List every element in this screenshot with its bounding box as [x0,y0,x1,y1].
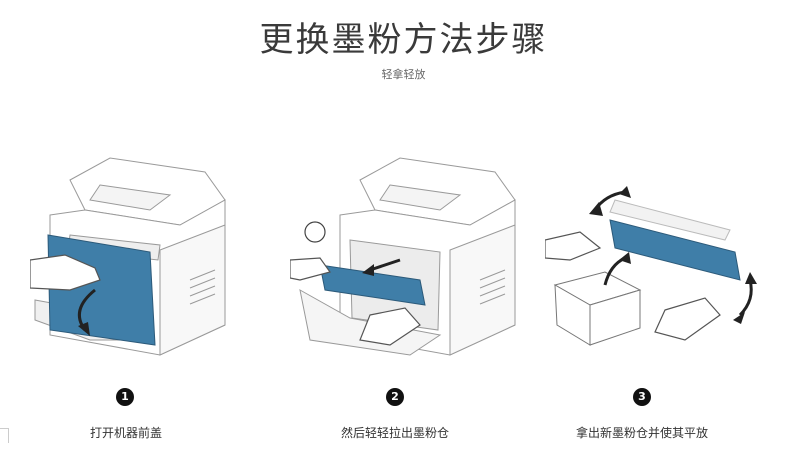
toner-cartridge [319,264,426,306]
step-2-number: 2 [386,388,404,406]
step-1-label: 打开机器前盖 [89,426,162,440]
step-3-number: 3 [633,388,651,406]
step1-illustration [30,157,226,356]
step-2-label: 然后轻轻拉出墨粉仓 [340,426,449,440]
new-toner-cartridge [609,219,741,281]
step-3-label: 拿出新墨粉仓并使其平放 [575,426,708,440]
step2-illustration [290,157,516,356]
step3-illustration [545,186,757,346]
corner-mark [0,428,9,443]
page-title: 更换墨粉方法步骤 [259,20,548,60]
page-subtitle: 轻拿轻放 [381,68,426,81]
step-1-number: 1 [116,388,134,406]
